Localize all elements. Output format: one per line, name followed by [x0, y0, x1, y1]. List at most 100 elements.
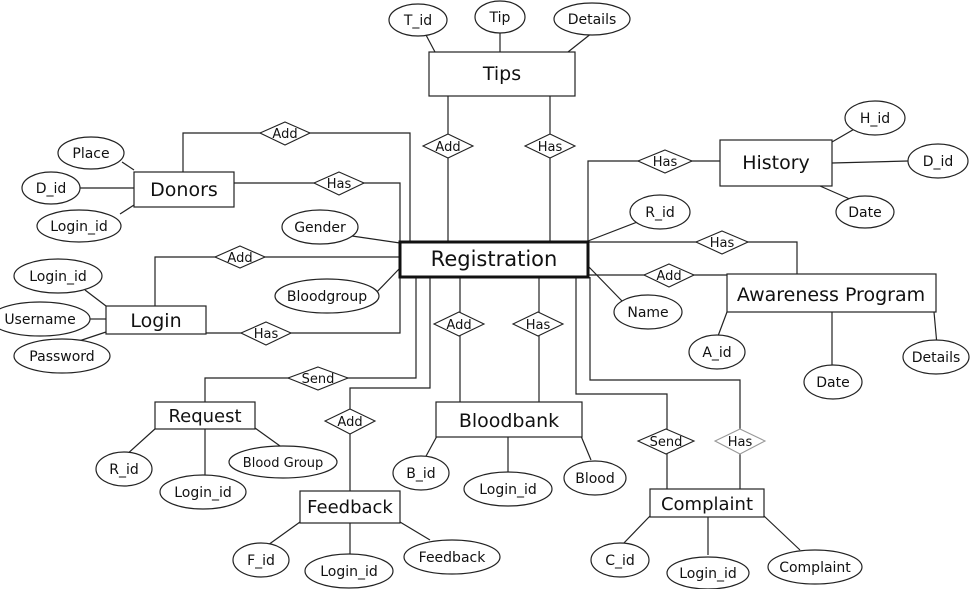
entity-registration: Registration: [398, 240, 590, 279]
svg-text:Blood Group: Blood Group: [243, 456, 323, 471]
svg-text:Login_id: Login_id: [320, 564, 378, 580]
rel-bloodbank-has: Has: [511, 311, 565, 337]
attr-login-login-id: Login_id: [13, 258, 103, 294]
attr-blood: Blood: [563, 460, 627, 496]
relationships: Add Has Add Has Has Add Has Has Add Send…: [213, 121, 767, 455]
svg-text:T_id: T_id: [403, 13, 432, 29]
svg-text:Details: Details: [912, 350, 961, 366]
svg-text:Has: Has: [728, 435, 753, 450]
attr-gender: Gender: [281, 209, 359, 245]
svg-text:Login_id: Login_id: [50, 219, 108, 235]
attr-b-id: B_id: [392, 455, 450, 491]
rel-donors-has: Has: [312, 171, 366, 196]
attr-bloodbank-login-id: Login_id: [463, 471, 553, 507]
attr-r-id: R_id: [629, 194, 691, 230]
svg-text:Add: Add: [656, 269, 681, 284]
attr-awareness-details: Details: [902, 339, 970, 375]
attr-history-date: Date: [835, 195, 895, 229]
svg-text:F_id: F_id: [247, 553, 275, 569]
attr-tip: Tip: [474, 0, 526, 34]
rel-login-add: Add: [213, 245, 267, 269]
entity-history: History: [719, 139, 833, 187]
svg-text:Add: Add: [337, 415, 362, 430]
rel-login-has: Has: [239, 321, 293, 346]
entity-donors: Donors: [133, 171, 235, 208]
rel-awareness-add: Add: [642, 263, 696, 288]
entity-registration-label: Registration: [431, 247, 558, 271]
entity-awareness-program: Awareness Program: [726, 273, 937, 313]
attr-request-login-id: Login_id: [159, 474, 247, 510]
rel-complaint-send: Send: [636, 428, 696, 455]
svg-text:Date: Date: [848, 205, 881, 221]
svg-text:Bloodgroup: Bloodgroup: [287, 289, 367, 305]
svg-text:Send: Send: [302, 372, 335, 387]
entity-complaint-label: Complaint: [661, 494, 753, 515]
svg-text:Date: Date: [816, 375, 849, 391]
svg-text:Has: Has: [538, 140, 563, 155]
svg-text:Username: Username: [4, 312, 75, 328]
attr-donor-d-id: D_id: [21, 171, 81, 205]
attr-name: Name: [613, 294, 683, 330]
entity-feedback-label: Feedback: [307, 497, 393, 518]
svg-text:Login_id: Login_id: [174, 485, 232, 501]
svg-text:Feedback: Feedback: [419, 550, 487, 566]
svg-text:H_id: H_id: [860, 111, 890, 127]
svg-text:Login_id: Login_id: [679, 566, 737, 582]
svg-text:B_id: B_id: [406, 466, 435, 482]
attr-bloodgroup: Bloodgroup: [274, 278, 380, 314]
entity-bloodbank: Bloodbank: [435, 401, 583, 438]
entity-tips: Tips: [428, 51, 576, 97]
svg-text:Blood: Blood: [575, 471, 615, 487]
entity-login: Login: [105, 305, 207, 335]
svg-text:Gender: Gender: [294, 220, 346, 236]
svg-text:R_id: R_id: [645, 205, 675, 221]
attr-donor-login-id: Login_id: [36, 209, 122, 243]
entity-request-label: Request: [168, 406, 241, 427]
entity-tips-label: Tips: [482, 63, 521, 85]
svg-text:Add: Add: [272, 127, 297, 142]
rel-history-has: Has: [636, 149, 694, 174]
attr-t-id: T_id: [388, 3, 448, 37]
attr-history-d-id: D_id: [907, 143, 969, 179]
rel-complaint-has: Has: [713, 428, 767, 455]
svg-text:Has: Has: [327, 177, 352, 192]
entity-complaint: Complaint: [649, 488, 765, 518]
svg-text:A_id: A_id: [702, 345, 731, 361]
rel-donors-add: Add: [258, 121, 312, 146]
attr-feedback: Feedback: [403, 539, 501, 575]
svg-text:Has: Has: [710, 236, 735, 251]
rel-tips-has: Has: [523, 133, 577, 159]
rel-bloodbank-add: Add: [432, 311, 486, 337]
svg-text:R_id: R_id: [109, 462, 139, 478]
svg-text:Name: Name: [627, 305, 668, 321]
entity-login-label: Login: [130, 310, 181, 332]
svg-text:Add: Add: [435, 140, 460, 155]
attr-username: Username: [0, 301, 91, 337]
entity-request: Request: [154, 401, 256, 430]
attr-complaint: Complaint: [767, 549, 863, 585]
attr-c-id: C_id: [590, 542, 650, 578]
svg-text:Login_id: Login_id: [29, 269, 87, 285]
attr-h-id: H_id: [844, 100, 906, 136]
entity-donors-label: Donors: [150, 179, 218, 201]
entity-awareness-label: Awareness Program: [737, 284, 925, 306]
entity-history-label: History: [742, 152, 810, 174]
svg-text:Has: Has: [653, 155, 678, 170]
svg-text:C_id: C_id: [605, 553, 635, 569]
svg-text:Complaint: Complaint: [779, 560, 851, 576]
svg-text:Place: Place: [72, 146, 109, 162]
rel-tips-add: Add: [421, 133, 475, 159]
attr-complaint-login-id: Login_id: [666, 556, 750, 589]
svg-text:Details: Details: [568, 12, 617, 28]
svg-text:Password: Password: [29, 349, 94, 365]
attr-request-r-id: R_id: [95, 451, 153, 487]
svg-text:Has: Has: [526, 318, 551, 333]
entity-bloodbank-label: Bloodbank: [459, 410, 559, 432]
attr-password: Password: [13, 338, 111, 374]
svg-text:D_id: D_id: [923, 154, 954, 170]
svg-text:Tip: Tip: [489, 10, 511, 26]
attr-blood-group: Blood Group: [228, 445, 338, 479]
